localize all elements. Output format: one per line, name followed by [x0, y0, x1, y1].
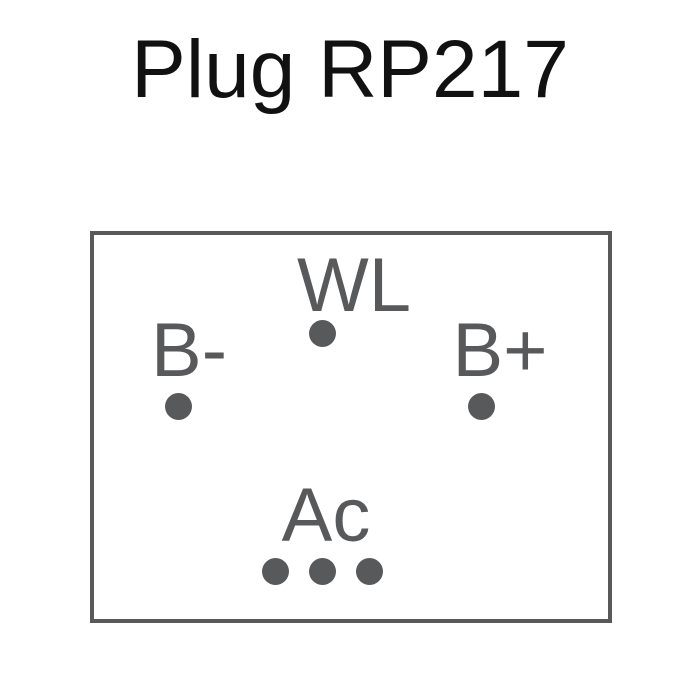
- pin-label-wl: WL: [297, 243, 411, 328]
- pin-label-ac: Ac: [281, 473, 371, 558]
- pin-dot-wl: [309, 320, 336, 347]
- pin-dot-b-plus: [468, 393, 495, 420]
- pin-dot-ac-3: [356, 558, 383, 585]
- pin-label-b-minus: B-: [151, 308, 227, 393]
- pin-dot-ac-2: [309, 558, 336, 585]
- plug-outline: [90, 231, 612, 623]
- pin-label-b-plus: B+: [452, 308, 548, 393]
- pin-dot-ac-1: [262, 558, 289, 585]
- pin-dot-b-minus: [165, 393, 192, 420]
- diagram-title: Plug RP217: [131, 24, 569, 115]
